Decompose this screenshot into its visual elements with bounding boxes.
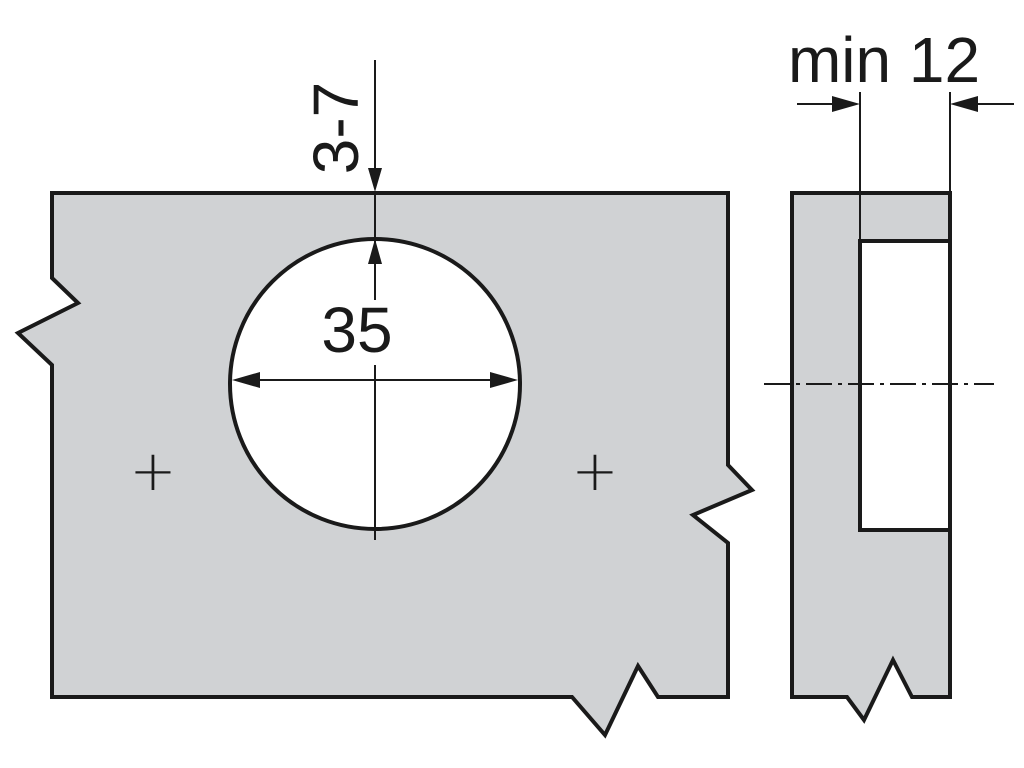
edge-distance-label: 3-7 — [300, 82, 372, 175]
cup-pocket — [858, 239, 952, 532]
right-screw-center-mark: + — [572, 439, 619, 504]
thickness-arrow-right — [950, 96, 978, 112]
edge-distance-arrow-up — [368, 239, 382, 264]
bore-diameter-label: 35 — [321, 294, 392, 366]
diameter-arrow-right — [490, 372, 518, 388]
left-screw-center-mark: + — [130, 439, 177, 504]
min-thickness-label: min 12 — [788, 24, 980, 96]
front-view: 35 3-7 + + — [14, 60, 756, 739]
side-view: min 12 — [764, 24, 1014, 724]
edge-distance-arrow-down — [368, 168, 382, 192]
thickness-arrow-left — [832, 96, 860, 112]
diameter-arrow-left — [232, 372, 260, 388]
